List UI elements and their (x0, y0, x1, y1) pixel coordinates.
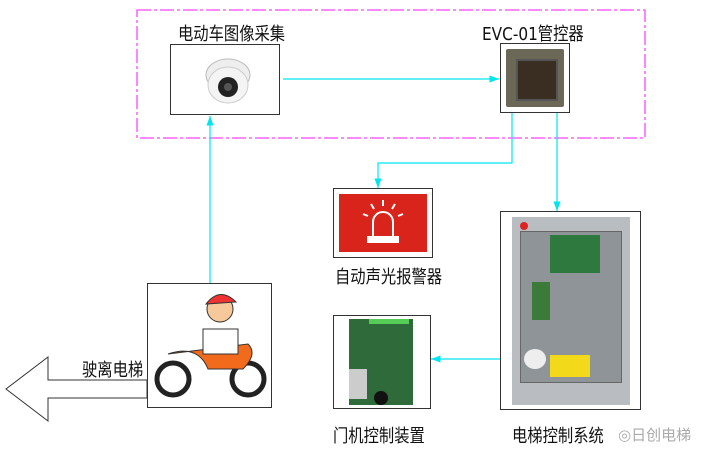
motorbike-box (147, 283, 272, 408)
wechat-icon: ◎ (618, 426, 632, 444)
controller-to-alarm-arrow (374, 113, 513, 188)
controller-box (500, 43, 570, 113)
circuit-board-icon (349, 319, 413, 405)
elevator-label: 电梯控制系统 (512, 426, 604, 447)
control-cabinet-icon (512, 217, 630, 405)
chip-icon (506, 49, 564, 107)
controller-boundary (136, 9, 646, 139)
motorbike-rider-icon (154, 294, 267, 398)
watermark: ◎日创电梯 (618, 426, 692, 444)
elevator-control-box (500, 211, 641, 410)
door-label: 门机控制装置 (333, 426, 425, 447)
alarm-box (333, 188, 433, 258)
controller-label: EVC-01管控器 (482, 24, 584, 45)
alarm-label: 自动声光报警器 (335, 267, 443, 288)
exit-label: 驶离电梯 (82, 360, 144, 381)
camera-label: 电动车图像采集 (178, 24, 286, 45)
exit-arrow (5, 355, 148, 423)
camera-icon (205, 58, 251, 104)
alarm-light-icon (339, 194, 427, 252)
camera-box (170, 44, 280, 115)
door-controller-box (333, 315, 431, 409)
